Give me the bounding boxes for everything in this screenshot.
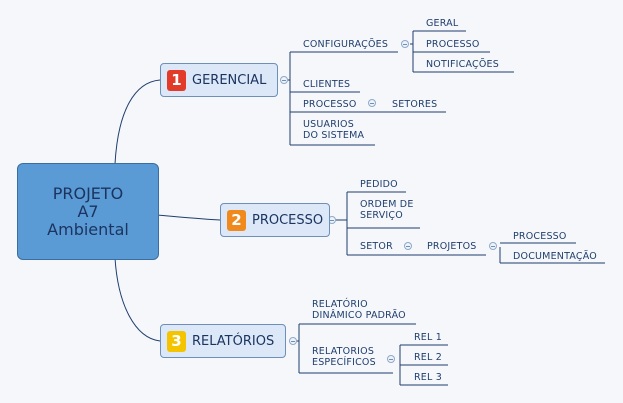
node-especificos-line-1: RELATORIOS [312, 346, 375, 357]
root-line-1: PROJETO [52, 183, 124, 203]
connector-gerencial [114, 79, 161, 165]
root-line-2: A7 [77, 201, 99, 221]
root-node[interactable]: PROJETO A7 Ambiental [17, 163, 159, 260]
collapse-toggle-configuracoes[interactable] [401, 40, 409, 48]
node-config-processo[interactable]: PROCESSO [426, 39, 480, 50]
node-ordem-line-1: ORDEM DE [360, 199, 414, 210]
root-line-3: Ambiental [47, 219, 129, 239]
node-rel-2[interactable]: REL 2 [414, 352, 442, 363]
node-dinamico-line-1: RELATÓRIO [312, 299, 368, 310]
node-gerencial-processo[interactable]: PROCESSO [303, 99, 357, 110]
node-usuarios[interactable]: USUARIOS DO SISTEMA [303, 119, 364, 141]
node-setor[interactable]: SETOR [360, 241, 393, 252]
node-rel-3[interactable]: REL 3 [414, 372, 442, 383]
node-clientes[interactable]: CLIENTES [303, 79, 351, 90]
node-usuarios-line-1: USUARIOS [303, 119, 354, 130]
connector-processo [156, 214, 221, 221]
node-relatorio-dinamico[interactable]: RELATÓRIO DINÂMICO PADRÃO [312, 299, 406, 321]
node-notificacoes[interactable]: NOTIFICAÇÕES [426, 59, 499, 70]
node-ordem-servico[interactable]: ORDEM DE SERVIÇO [360, 199, 414, 221]
priority-badge: 1 [167, 69, 186, 91]
branch-label: PROCESSO [252, 212, 324, 228]
node-configuracoes[interactable]: CONFIGURAÇÕES [303, 39, 389, 50]
node-especificos-line-2: ESPECÍFICOS [312, 357, 376, 368]
collapse-toggle-processo-setores[interactable] [368, 99, 376, 107]
collapse-toggle-projetos[interactable] [489, 242, 497, 250]
node-documentacao[interactable]: DOCUMENTAÇÃO [513, 251, 597, 262]
branch-processo[interactable]: 2 PROCESSO [220, 203, 330, 237]
branch-gerencial[interactable]: 1 GERENCIAL [160, 63, 278, 97]
collapse-toggle-especificos[interactable] [387, 355, 395, 363]
collapse-toggle-setor[interactable] [404, 242, 412, 250]
collapse-toggle-gerencial[interactable] [280, 76, 288, 84]
node-usuarios-line-2: DO SISTEMA [303, 130, 365, 141]
priority-badge: 3 [167, 330, 186, 352]
collapse-toggle-relatorios[interactable] [289, 337, 297, 345]
branch-label: GERENCIAL [192, 72, 267, 88]
branch-relatorios[interactable]: 3 RELATÓRIOS [160, 324, 286, 358]
node-projetos-processo[interactable]: PROCESSO [513, 231, 567, 242]
node-pedido[interactable]: PEDIDO [360, 179, 398, 190]
priority-badge: 2 [227, 209, 246, 231]
node-rel-1[interactable]: REL 1 [414, 332, 442, 343]
node-dinamico-line-2: DINÂMICO PADRÃO [312, 310, 406, 321]
node-relatorios-especificos[interactable]: RELATORIOS ESPECÍFICOS [312, 346, 376, 368]
branch-label: RELATÓRIOS [192, 333, 275, 349]
node-projetos[interactable]: PROJETOS [427, 241, 477, 252]
node-ordem-line-2: SERVIÇO [360, 210, 403, 221]
node-setores[interactable]: SETORES [392, 99, 438, 110]
node-geral[interactable]: GERAL [426, 18, 459, 29]
connector-relatorios [114, 257, 161, 342]
